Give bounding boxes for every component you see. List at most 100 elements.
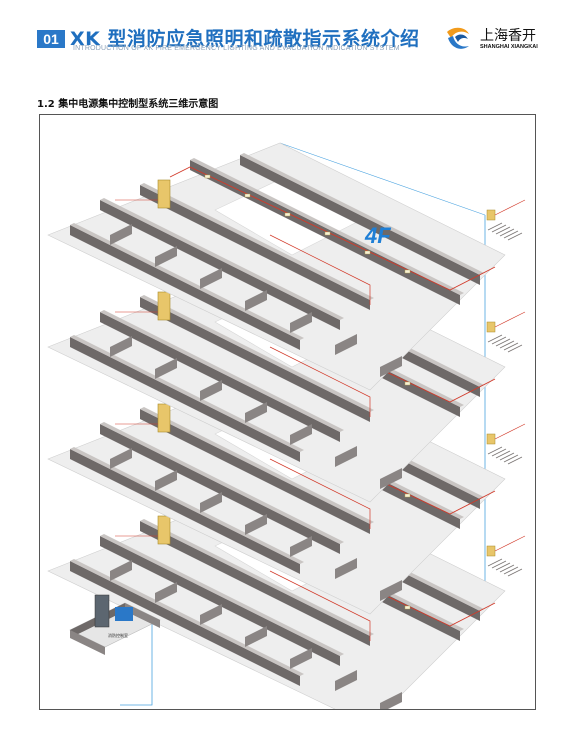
corridor-wall-top-1f-0 xyxy=(100,534,344,656)
riser-to-control-room xyxy=(120,585,153,706)
top-bus-line xyxy=(279,142,486,216)
corridor-wall-2f-1 xyxy=(140,409,370,534)
diagram-frame: 1F2F3F4F消防控制室 xyxy=(39,114,536,710)
stair-panel-4f xyxy=(486,209,496,221)
room-divider-4f-6 xyxy=(380,356,402,377)
external-feed-right-1f xyxy=(494,535,526,552)
xiangkai-logo-icon xyxy=(447,27,469,49)
room-divider-3f-1 xyxy=(155,358,177,379)
stair-step-1f-5 xyxy=(507,568,523,577)
emergency-light-3f-5 xyxy=(404,381,411,386)
room-divider-4f-5 xyxy=(335,334,357,355)
corridor-wall-top-4f-1 xyxy=(140,183,374,300)
stair-step-2f-5 xyxy=(507,456,523,465)
emergency-branch-1f xyxy=(269,570,371,641)
room-divider-1f-3 xyxy=(245,626,267,647)
corridor-wall-top-3f-1 xyxy=(140,295,374,412)
company-logo: 上海香开 SHANGHAI XIANGKAI xyxy=(443,24,563,54)
emergency-branch-4f xyxy=(269,234,371,305)
control-room-wall-right xyxy=(125,603,160,628)
stair-step-2f-1 xyxy=(491,448,507,457)
corridor-wall-top-3f-0 xyxy=(100,310,344,432)
logo-english-name: SHANGHAI XIANGKAI xyxy=(480,44,538,50)
room-divider-4f-2 xyxy=(200,268,222,289)
stair-step-3f-2 xyxy=(495,338,511,347)
section-number: 01 xyxy=(43,31,59,47)
room-divider-1f-5 xyxy=(335,670,357,691)
stair-step-3f-1 xyxy=(491,336,507,345)
room-divider-3f-6 xyxy=(380,468,402,489)
corridor-wall-3f-0 xyxy=(100,312,340,442)
stair-step-2f-3 xyxy=(499,452,515,461)
stair-step-3f-4 xyxy=(503,342,519,351)
corridor-wall-1f-3 xyxy=(70,561,300,686)
corridor-wall-4f-4 xyxy=(240,155,480,285)
stair-panel-3f xyxy=(486,321,496,333)
distribution-panel-3f xyxy=(157,291,171,321)
room-divider-1f-2 xyxy=(200,604,222,625)
emergency-light-4f-4 xyxy=(364,250,371,255)
corridor-wall-top-2f-0 xyxy=(100,422,344,544)
corridor-wall-top-4f-2 xyxy=(190,158,464,295)
room-divider-1f-6 xyxy=(380,692,402,709)
corridor-wall-1f-0 xyxy=(100,536,340,666)
room-divider-3f-4 xyxy=(290,424,312,445)
distribution-panel-4f xyxy=(157,179,171,209)
stair-panel-1f xyxy=(486,545,496,557)
corridor-wall-4f-1 xyxy=(140,185,370,310)
room-divider-3f-5 xyxy=(335,446,357,467)
distribution-panel-2f xyxy=(157,403,171,433)
room-divider-3f-3 xyxy=(245,402,267,423)
external-feed-right-2f xyxy=(494,423,526,440)
page-subtitle: INTRODUCTION OF XK FIRE EMERGENCY LIGHTI… xyxy=(73,45,400,52)
emergency-cable-4f xyxy=(169,166,496,291)
stair-step-2f-2 xyxy=(495,450,511,459)
stair-panel-2f xyxy=(486,433,496,445)
external-feed-right-4f xyxy=(494,199,526,216)
stair-step-4f-5 xyxy=(507,232,523,241)
room-divider-1f-0 xyxy=(110,560,132,581)
room-divider-3f-2 xyxy=(200,380,222,401)
section-heading: 1.2 集中电源集中控制型系统三维示意图 xyxy=(37,99,219,110)
stair-step-4f-0 xyxy=(487,222,503,231)
central-power-cabinet xyxy=(94,594,110,628)
control-room-sign xyxy=(115,607,133,621)
control-room-wall-left xyxy=(70,630,105,655)
emergency-light-4f-2 xyxy=(284,212,291,217)
room-divider-2f-6 xyxy=(380,580,402,601)
control-room-label: 消防控制室 xyxy=(108,632,128,638)
emergency-branch-3f xyxy=(269,346,371,417)
stair-step-1f-0 xyxy=(487,558,503,567)
corridor-wall-top-4f-4 xyxy=(240,153,484,275)
emergency-light-4f-1 xyxy=(244,193,251,198)
page-header: 01 XK 型消防应急照明和疏散指示系统介绍 INTRODUCTION OF X… xyxy=(0,0,575,60)
page-title: XK 型消防应急照明和疏散指示系统介绍 xyxy=(70,28,420,50)
stair-step-1f-3 xyxy=(499,564,515,573)
stair-step-4f-2 xyxy=(495,226,511,235)
room-divider-2f-4 xyxy=(290,536,312,557)
stair-step-2f-4 xyxy=(503,454,519,463)
stair-step-3f-0 xyxy=(487,334,503,343)
corridor-wall-2f-0 xyxy=(100,424,340,554)
room-divider-4f-3 xyxy=(245,290,267,311)
stair-step-4f-4 xyxy=(503,230,519,239)
room-divider-1f-4 xyxy=(290,648,312,669)
system-3d-diagram: 1F2F3F4F消防控制室 xyxy=(47,142,526,709)
room-divider-2f-5 xyxy=(335,558,357,579)
stair-step-1f-1 xyxy=(491,560,507,569)
corridor-wall-4f-3 xyxy=(70,225,300,350)
stair-step-4f-3 xyxy=(499,228,515,237)
emergency-light-2f-5 xyxy=(404,493,411,498)
emergency-branch-2f xyxy=(269,458,371,529)
room-divider-4f-1 xyxy=(155,246,177,267)
floor-label-4f: 4F xyxy=(364,223,391,248)
stair-step-1f-4 xyxy=(503,566,519,575)
emergency-light-1f-5 xyxy=(404,605,411,610)
external-feed-right-3f xyxy=(494,311,526,328)
stair-step-4f-1 xyxy=(491,224,507,233)
emergency-light-4f-0 xyxy=(204,174,211,179)
distribution-panel-1f xyxy=(157,515,171,545)
room-divider-4f-0 xyxy=(110,224,132,245)
corridor-wall-3f-1 xyxy=(140,297,370,422)
room-divider-2f-0 xyxy=(110,448,132,469)
